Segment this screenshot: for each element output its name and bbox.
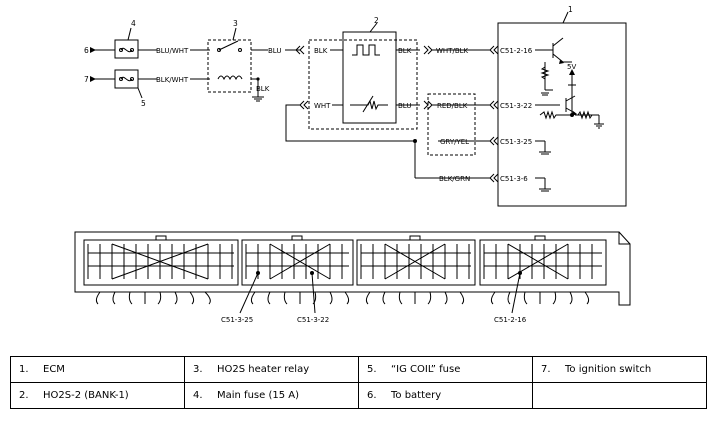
legend-text: To ignition switch [565,364,652,375]
ig-coil-fuse [114,69,143,99]
wire-blk-sensor-out: BLK [398,47,412,55]
wire-blk-relay: BLK [256,85,270,93]
legend-cell: 1. ECM [10,356,185,383]
callout-6: 6 [84,46,89,55]
main-fuse [114,27,139,59]
legend-number: 2. [19,390,29,401]
callout-2: 2 [374,16,379,25]
legend-number: 1. [19,364,29,375]
ho2s-sensor [342,22,397,124]
connector-label-c51-3-22: C51-3-22 [297,316,329,324]
legend-number: 6. [367,390,377,401]
legend-number: 5. [367,364,377,375]
wiring-diagram: 1 2 3 4 5 6 7 BLU/WHT BLK/WHT BLU BLK BL… [74,5,631,324]
legend-cell: 6. To battery [358,382,533,409]
connector-label-c51-3-25: C51-3-25 [221,316,253,324]
callout-1: 1 [568,5,573,14]
callout-3: 3 [233,19,238,28]
legend-cell: 2. HO2S-2 (BANK-1) [10,382,185,409]
legend-number: 3. [193,364,203,375]
legend-number: 4. [193,390,203,401]
wire-blu-wht: BLU/WHT [156,47,189,55]
legend-text: To battery [391,390,442,401]
legend-text: HO2S heater relay [217,364,310,375]
terminal-c51-3-25: C51-3-25 [500,138,532,146]
wire-red-blk: RED/BLK [437,102,468,110]
legend-cell: 4. Main fuse (15 A) [184,382,359,409]
wire-gry-yel: GRY/YEL [440,138,469,146]
callout-5: 5 [141,99,146,108]
voltage-5v: 5V [567,63,576,71]
connector-label-c51-2-16: C51-2-16 [494,316,527,324]
wire-wht-blk: WHT/BLK [436,47,469,55]
legend-cell: 5. “IG COIL” fuse [358,356,533,383]
legend-table: 1. ECM 3. HO2S heater relay 5. “IG COIL” fu… [10,356,707,409]
legend-row: 1. ECM 3. HO2S heater relay 5. “IG COIL” fu… [10,356,707,383]
legend-cell [532,382,707,409]
terminal-c51-3-22: C51-3-22 [500,102,532,110]
legend-number: 7. [541,364,551,375]
legend-text: Main fuse (15 A) [217,390,299,401]
wire-blk-sensor-in: BLK [314,47,328,55]
terminal-c51-3-6: C51-3-6 [500,175,528,183]
wire-blk-grn: BLK/GRN [439,175,470,183]
wire-wht: WHT [314,102,331,110]
legend-cell: 3. HO2S heater relay [184,356,359,383]
callout-7: 7 [84,75,89,84]
heater-relay [207,27,252,93]
wire-blu-heater: BLU [398,102,411,110]
wire-blk-wht: BLK/WHT [156,76,189,84]
legend-row: 2. HO2S-2 (BANK-1) 4. Main fuse (15 A) 6. T… [10,382,707,409]
legend-text: “IG COIL” fuse [391,364,461,375]
legend-text: HO2S-2 (BANK-1) [43,390,129,401]
ecm-connector [74,231,631,314]
wire-blu-main: BLU [268,47,281,55]
ecm-box [497,22,627,207]
callout-4: 4 [131,19,136,28]
legend-cell: 7. To ignition switch [532,356,707,383]
terminal-c51-2-16: C51-2-16 [500,47,533,55]
legend-text: ECM [43,364,65,375]
